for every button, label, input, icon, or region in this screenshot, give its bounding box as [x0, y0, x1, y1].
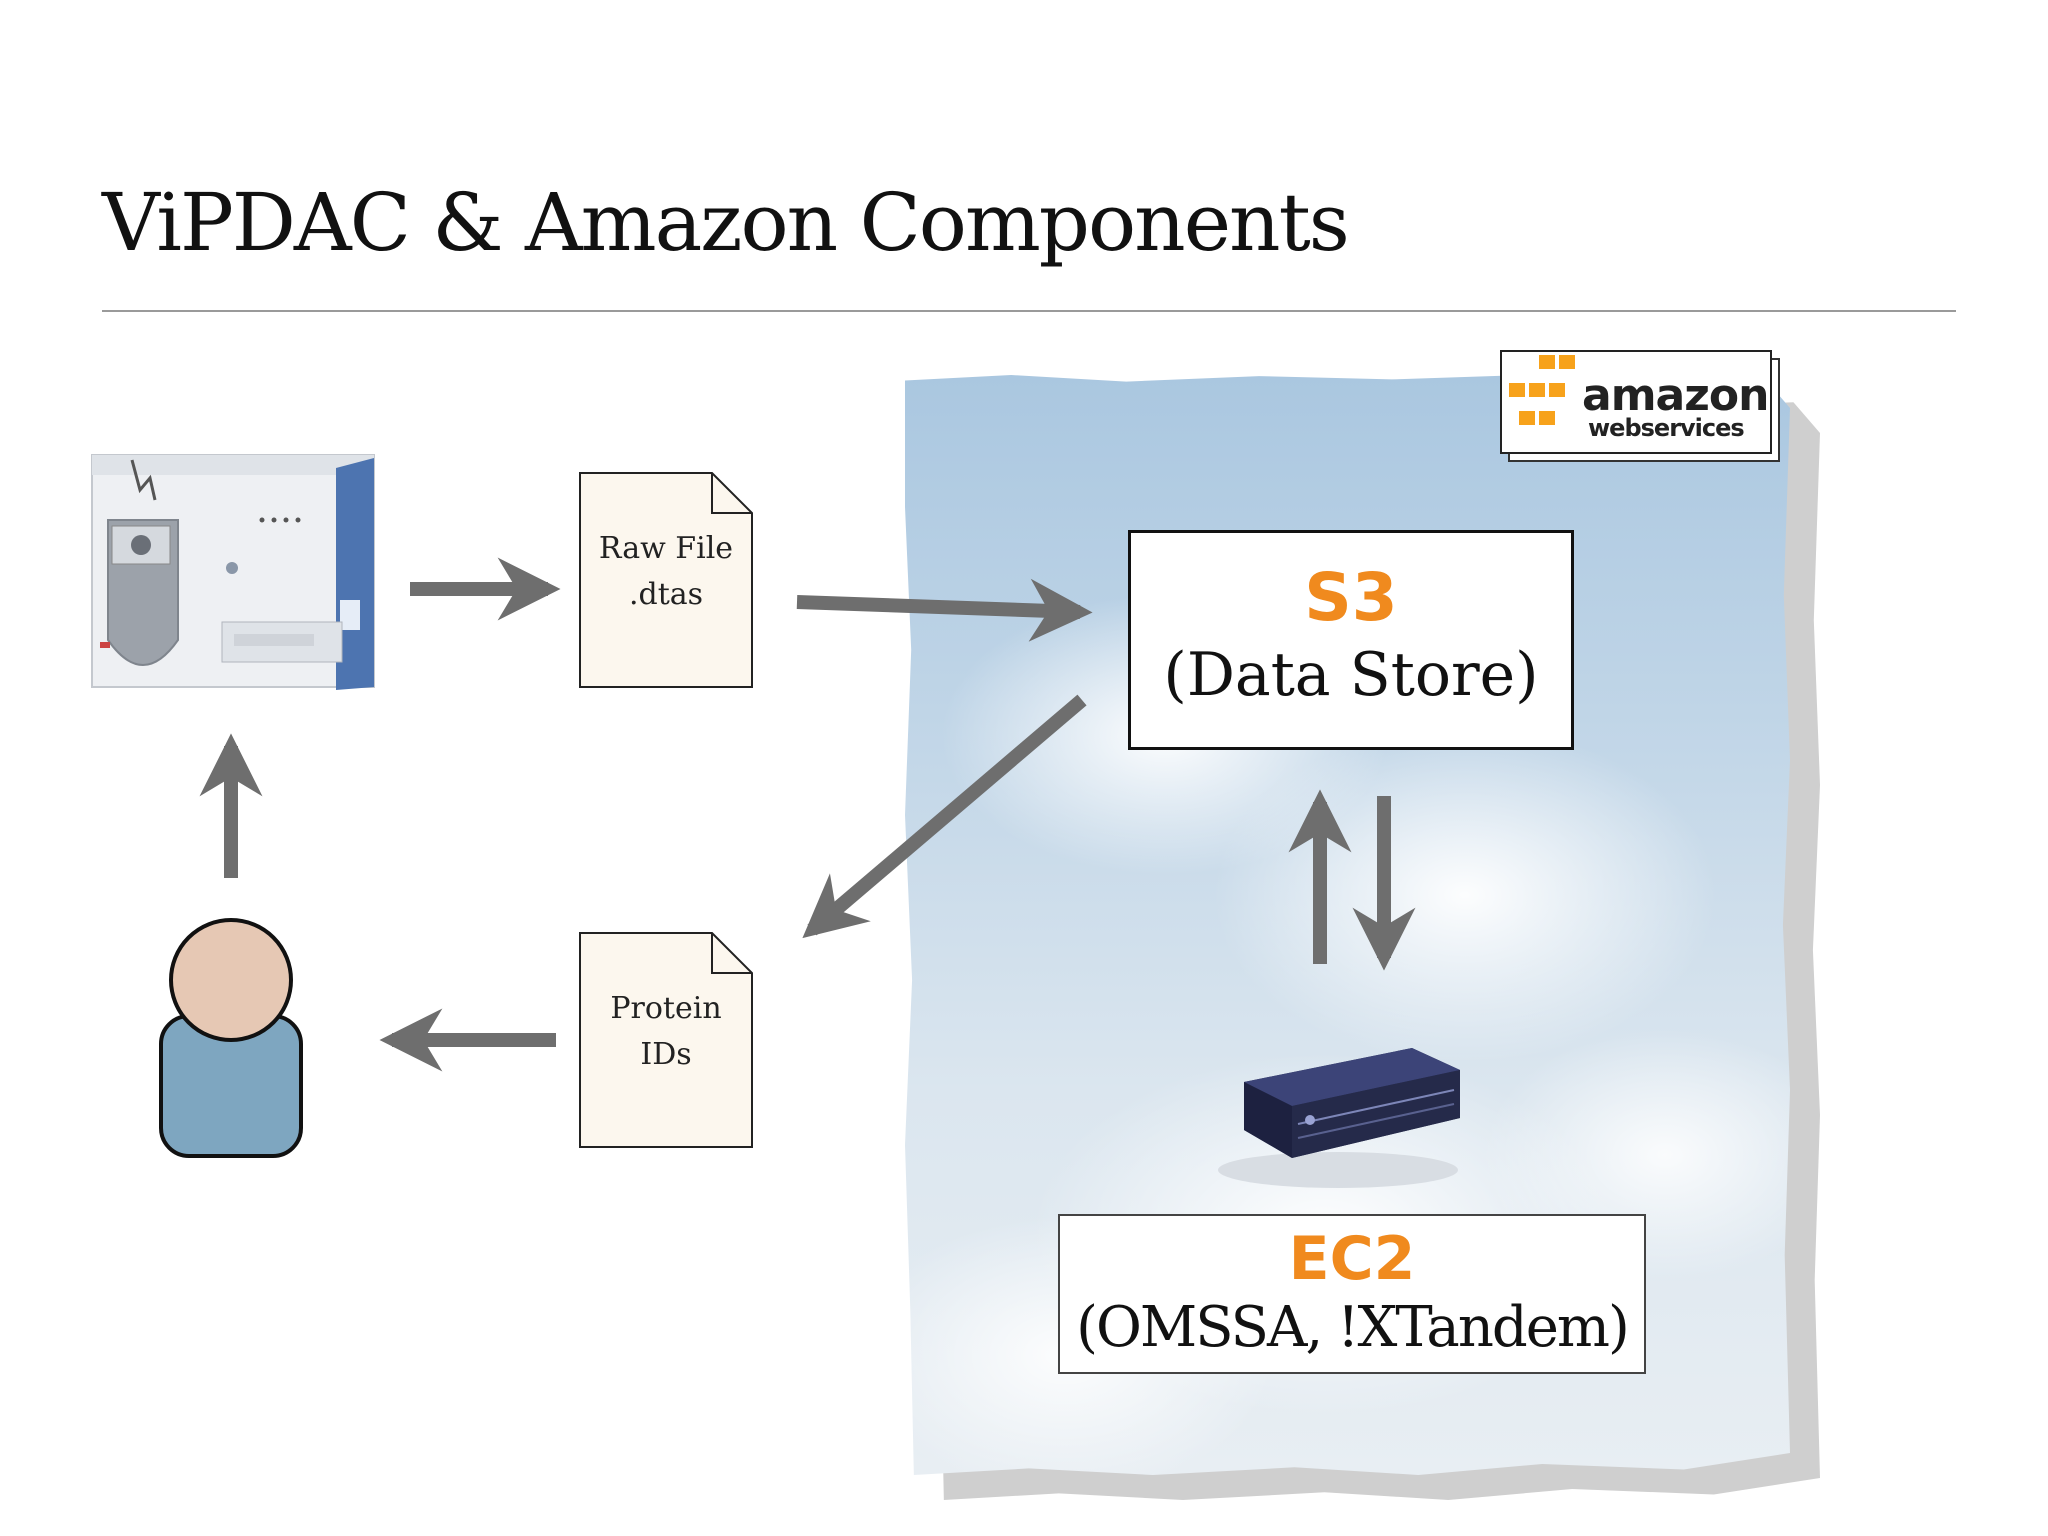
s3-label: S3	[1304, 559, 1398, 636]
raw-file-line1: Raw File	[598, 531, 734, 566]
user-person-icon	[159, 918, 303, 1158]
ec2-box: EC2 (OMSSA, !XTandem)	[1058, 1214, 1646, 1374]
mass-spectrometer-icon	[91, 454, 375, 690]
protein-ids-line1: Protein	[610, 991, 722, 1026]
arrow-s3-to-proteinids	[802, 694, 1087, 939]
title-divider	[102, 310, 1956, 312]
raw-file-document-icon	[579, 472, 753, 688]
protein-ids-document-icon	[579, 932, 753, 1148]
server-icon	[1218, 1048, 1460, 1188]
aws-cubes-icon	[1507, 353, 1577, 427]
aws-logo-word: amazon	[1582, 370, 1769, 421]
arrows	[199, 557, 1416, 1072]
raw-file-line2: .dtas	[628, 577, 704, 612]
protein-ids-label: Protein IDs	[580, 986, 752, 1078]
ec2-label: EC2	[1288, 1224, 1416, 1294]
aws-logo-subword: webservices	[1588, 414, 1745, 442]
ec2-description: (OMSSA, !XTandem)	[1076, 1295, 1630, 1360]
raw-file-label: Raw File .dtas	[580, 526, 752, 618]
s3-description: (Data Store)	[1163, 640, 1539, 710]
slide-title: ViPDAC & Amazon Components	[102, 176, 1350, 269]
aws-logo: amazon webservices	[1500, 350, 1772, 454]
arrow-rawfile-to-s3	[796, 578, 1093, 642]
s3-box: S3 (Data Store)	[1128, 530, 1574, 750]
protein-ids-line2: IDs	[640, 1037, 692, 1072]
